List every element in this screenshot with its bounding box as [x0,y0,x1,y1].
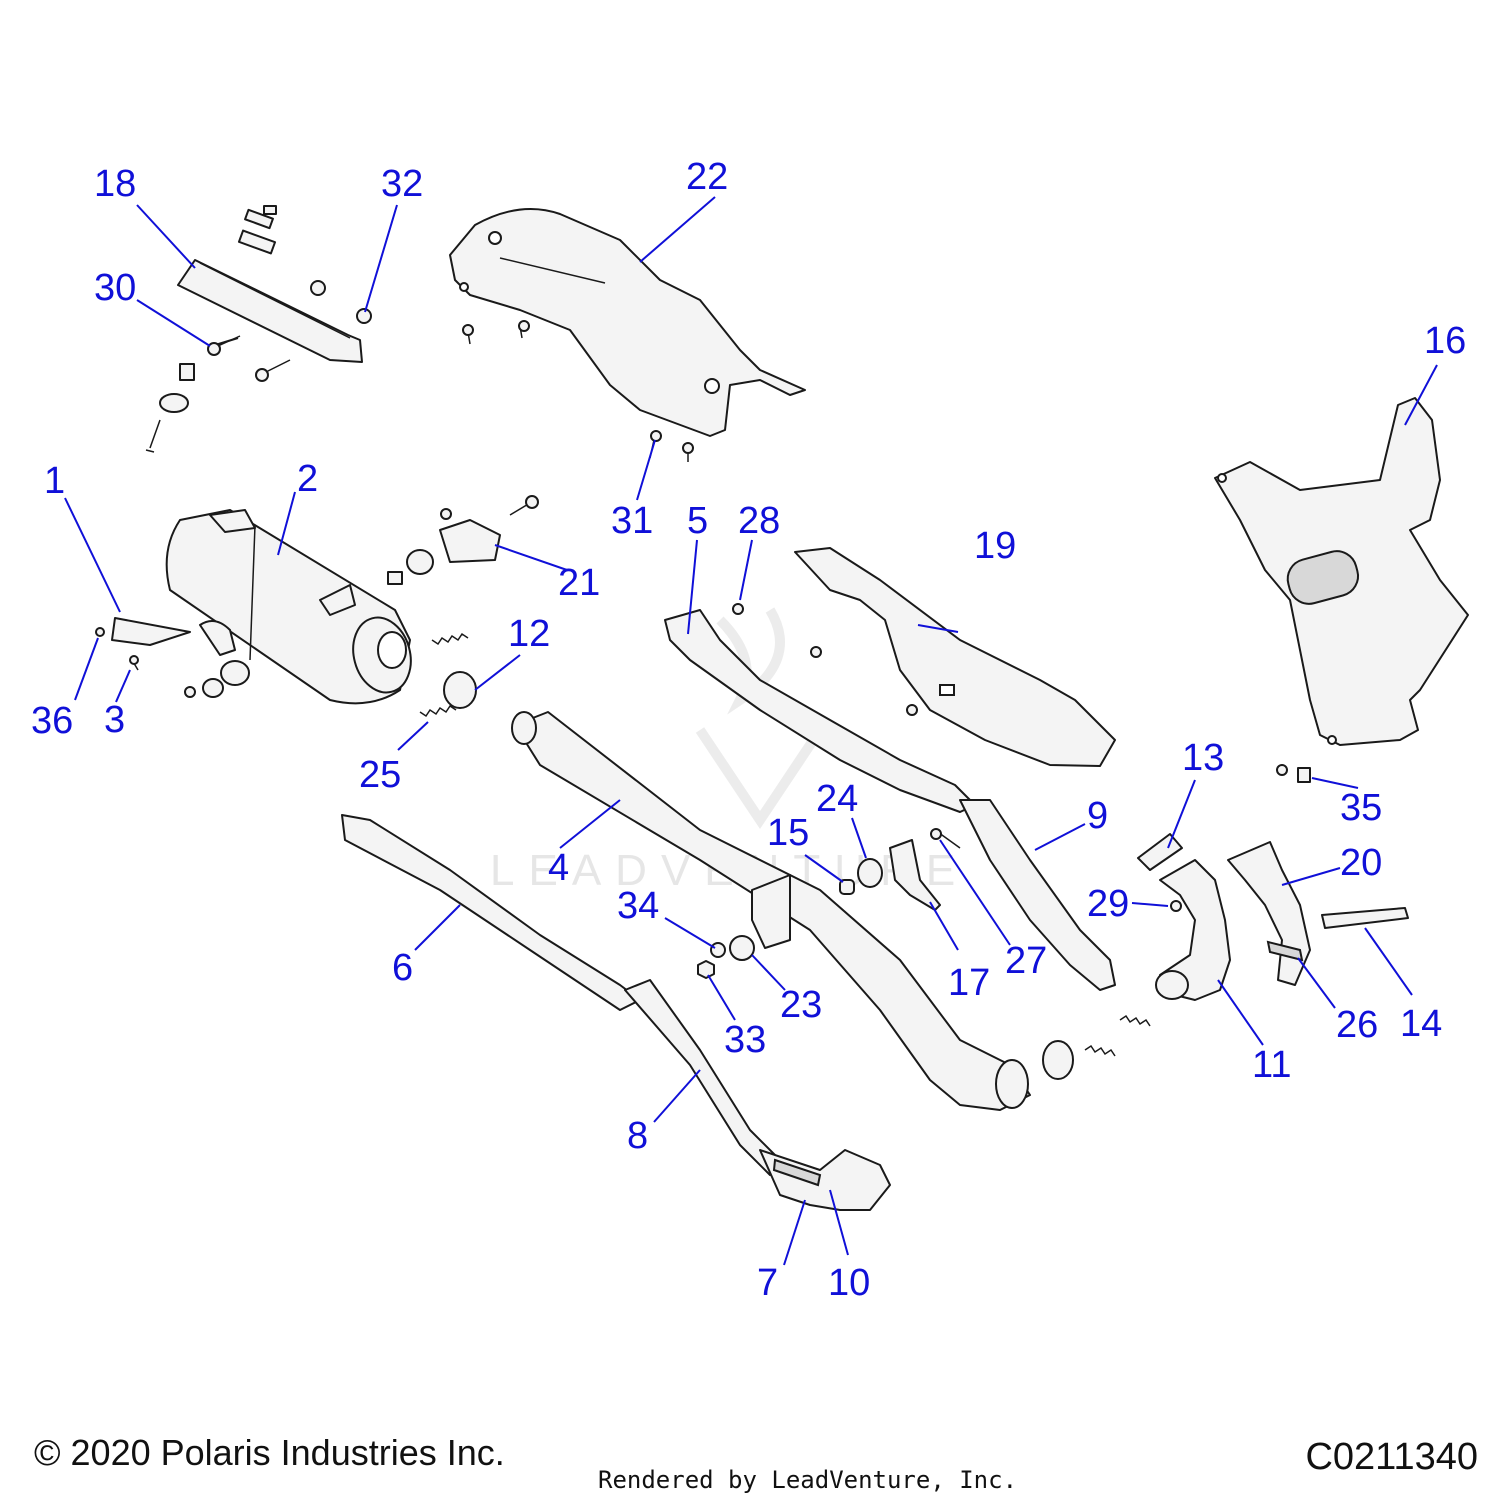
callout-30[interactable]: 30 [94,267,136,309]
part-12-seal [443,671,477,709]
callout-35[interactable]: 35 [1340,787,1382,829]
part-21-bracket [387,495,539,585]
callout-21[interactable]: 21 [558,562,600,604]
part-25-spring [419,632,469,718]
part-16-heat-shield [1214,397,1469,783]
callout-8[interactable]: 8 [627,1115,648,1157]
callout-27[interactable]: 27 [1005,940,1047,982]
callout-26[interactable]: 26 [1336,1004,1378,1046]
callout-18[interactable]: 18 [94,163,136,205]
part-4-head-pipe [511,711,1031,1111]
callout-20[interactable]: 20 [1340,842,1382,884]
callout-6[interactable]: 6 [392,947,413,989]
part-19-heat-shield [794,547,1116,767]
part-17-bracket [889,828,961,911]
callout-15[interactable]: 15 [767,812,809,854]
part-washers [184,660,250,698]
part-9-rail [959,799,1116,991]
copyright-notice: © 2020 Polaris Industries Inc. [34,1432,505,1473]
part-23-33-34-fasteners [697,935,755,979]
callout-14[interactable]: 14 [1400,1003,1442,1045]
part-11-flange-pipe [1155,859,1231,1001]
callout-12[interactable]: 12 [508,613,550,655]
part-15-24-hardware [839,858,883,895]
callout-23[interactable]: 23 [780,984,822,1026]
callout-17[interactable]: 17 [948,962,990,1004]
part-18-heat-shield [145,205,372,453]
part-8-pipe [624,979,891,1211]
callouts: 1 2 3 4 5 6 7 8 9 10 11 12 13 14 15 16 1… [31,156,1466,1304]
callout-22[interactable]: 22 [686,156,728,198]
diagram-id: C0211340 [1305,1436,1478,1478]
callout-25[interactable]: 25 [359,754,401,796]
callout-33[interactable]: 33 [724,1019,766,1061]
callout-16[interactable]: 16 [1424,320,1466,362]
watermark-logo [695,607,825,830]
part-14-o2-sensor [1321,907,1409,929]
callout-2[interactable]: 2 [297,458,318,500]
part-22-heat-shield [449,208,806,462]
callout-29[interactable]: 29 [1087,883,1129,925]
callout-11[interactable]: 11 [1252,1044,1291,1086]
callout-34[interactable]: 34 [617,885,659,927]
callout-4[interactable]: 4 [548,847,569,889]
callout-24[interactable]: 24 [816,778,858,820]
part-springs-lower [1042,1014,1151,1080]
callout-9[interactable]: 9 [1087,795,1108,837]
callout-10[interactable]: 10 [828,1262,870,1304]
callout-28[interactable]: 28 [738,500,780,542]
part-6-pipe [341,814,641,1011]
part-26-clamp [1266,940,1304,962]
callout-3[interactable]: 3 [104,699,125,741]
part-2-muffler [165,509,412,705]
callout-36[interactable]: 36 [31,700,73,742]
leader-lines [64,196,1438,1266]
part-7-10-clamps [772,1158,822,1187]
callout-1[interactable]: 1 [44,460,65,502]
callout-31[interactable]: 31 [611,500,653,542]
part-20-manifold [1227,841,1311,986]
callout-32[interactable]: 32 [381,163,423,205]
callout-7[interactable]: 7 [757,1262,778,1304]
callout-19[interactable]: 19 [974,525,1016,567]
part-1-tailpipe-tip [95,617,191,671]
part-13-gasket [1137,833,1183,871]
callout-13[interactable]: 13 [1182,737,1224,779]
callout-5[interactable]: 5 [687,500,708,542]
rendered-by-notice: Rendered by LeadVenture, Inc. [598,1466,1018,1494]
